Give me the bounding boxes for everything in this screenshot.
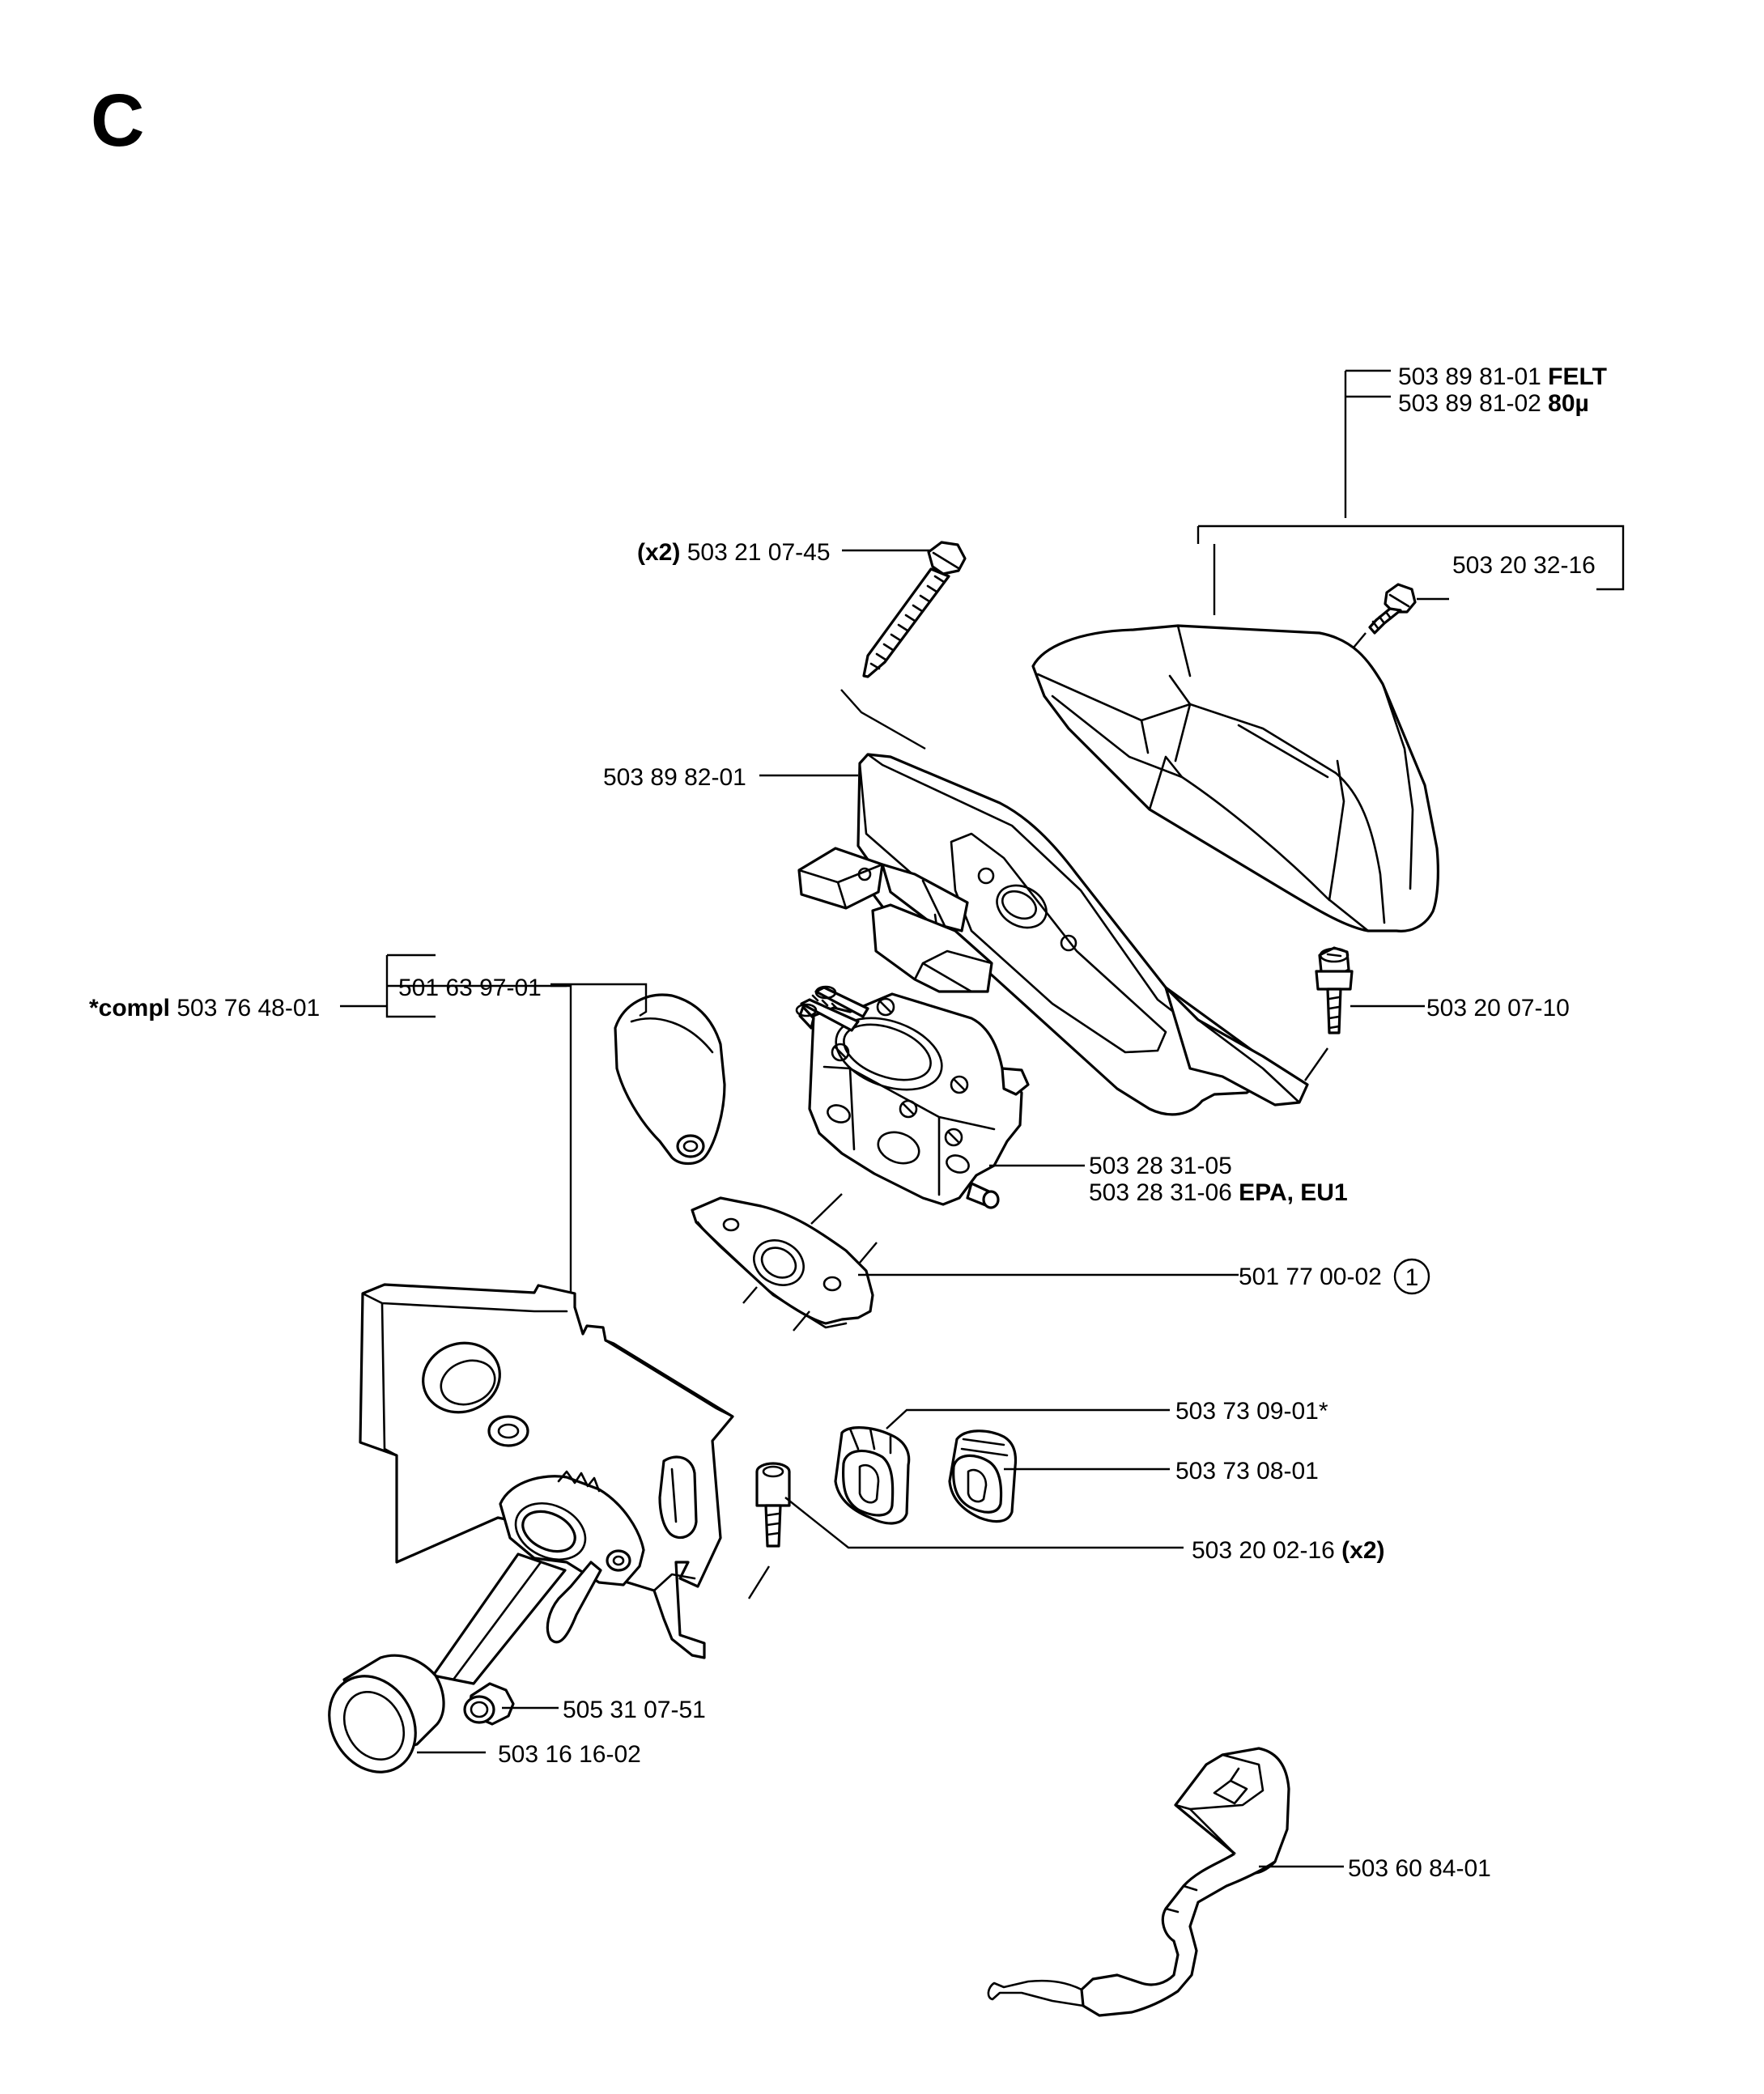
- sleeve: [463, 1682, 515, 1726]
- grommet-2: [948, 1429, 1018, 1523]
- gasket: [691, 1193, 878, 1332]
- intake-bracket: [359, 1283, 734, 1685]
- carb-label-2: 503 28 31-06 EPA, EU1: [1089, 1179, 1348, 1206]
- throttle-rod: [987, 1747, 1290, 2017]
- grommet-1: [834, 1426, 911, 1525]
- filter-holder-label: 503 89 82-01: [603, 764, 746, 791]
- bolt: [747, 1462, 791, 1599]
- choke-cover: [614, 993, 726, 1166]
- sleeve-label: 505 31 07-51: [563, 1697, 706, 1723]
- grommet-1-label: 503 73 09-01*: [1175, 1398, 1328, 1425]
- gasket-label: 501 77 00-02: [1239, 1264, 1382, 1290]
- mesh-filter-label: 503 89 81-02 80µ: [1398, 390, 1589, 417]
- filter-holder: [797, 753, 1309, 1116]
- choke-cover-label: 501 63 97-01: [398, 975, 542, 1001]
- long-screw-label: (x2) 503 21 07-45: [637, 539, 831, 566]
- filter-screw: [1353, 583, 1417, 648]
- grommet-2-label: 503 73 08-01: [1175, 1458, 1319, 1484]
- felt-filter-label: 503 89 81-01 FELT: [1398, 363, 1607, 390]
- filter-screw-label: 503 20 32-16: [1452, 552, 1596, 579]
- labels: 503 89 81-01 FELT 503 89 81-02 80µ (x2) …: [89, 363, 1607, 1882]
- air-filter: [1031, 624, 1439, 932]
- gasket-note-number: 1: [1405, 1264, 1419, 1291]
- bushing-label: 503 16 16-02: [498, 1741, 641, 1768]
- cover-screw: [1304, 946, 1354, 1081]
- section-letter: C: [91, 79, 144, 162]
- carb-label-1: 503 28 31-05: [1089, 1153, 1232, 1179]
- compl-label: *compl 503 76 48-01: [89, 995, 320, 1022]
- throttle-rod-label: 503 60 84-01: [1348, 1855, 1491, 1882]
- cover-screw-label: 503 20 07-10: [1426, 995, 1570, 1022]
- leader-lines: [340, 369, 1625, 1868]
- bolt-label: 503 20 02-16 (x2): [1192, 1537, 1385, 1564]
- bushing: [328, 1654, 445, 1773]
- carburetor: [795, 985, 1030, 1209]
- long-screw: [840, 541, 967, 750]
- note-circle: [1393, 1258, 1430, 1295]
